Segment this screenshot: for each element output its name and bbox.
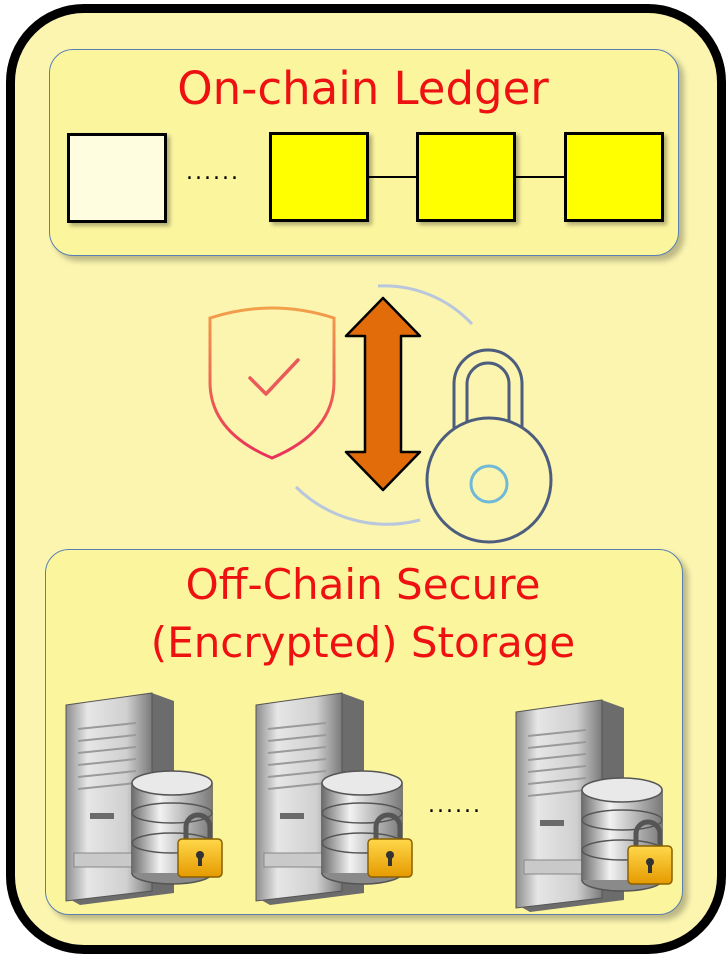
server-database-lock-icon bbox=[516, 700, 672, 912]
block-link bbox=[516, 176, 564, 178]
server-ellipsis: ...... bbox=[428, 793, 482, 818]
server-database-lock-icon bbox=[66, 693, 222, 905]
orbit-arcs bbox=[294, 284, 474, 526]
ledger-block bbox=[564, 132, 664, 222]
shield-check-icon bbox=[208, 306, 336, 460]
ledger-title: On-chain Ledger bbox=[177, 62, 549, 115]
storage-title-line2: (Encrypted) Storage bbox=[150, 618, 576, 667]
padlock-icon bbox=[425, 348, 553, 544]
block-link bbox=[369, 176, 416, 178]
storage-title-line1: Off-Chain Secure bbox=[185, 560, 541, 609]
ledger-block-genesis bbox=[67, 133, 167, 223]
ledger-block bbox=[416, 132, 516, 222]
ledger-ellipsis: ...... bbox=[186, 160, 240, 185]
ledger-block bbox=[269, 132, 369, 222]
double-arrow-icon bbox=[344, 296, 422, 492]
server-database-lock-icon bbox=[256, 693, 412, 905]
